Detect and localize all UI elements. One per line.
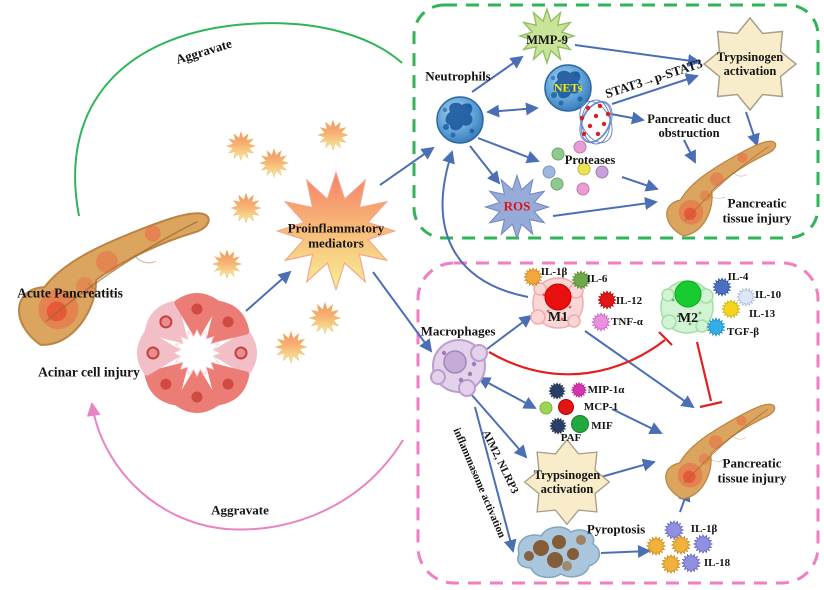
inhibit-m2-to-pancreas: [695, 341, 713, 402]
net-mesh: [579, 99, 613, 145]
arrow-stat3-to-trypsinogen: [611, 73, 699, 105]
il1b-m1-label: IL-1β: [540, 265, 568, 278]
inhibit-tbar-m2: [658, 331, 673, 346]
macrophages-label: Macrophages: [420, 323, 496, 339]
paf-label: PAF: [560, 431, 582, 444]
arrow-mmp9-to-trypsinogen: [574, 44, 701, 67]
arrow-ros-to-pancreas: [552, 197, 658, 217]
neutrophils-label: Neutrophils: [425, 68, 491, 84]
macrophage-cell: [430, 339, 488, 397]
arrow-neutrophil-nets: [486, 102, 539, 118]
arrow-neutrophil-to-mmp9: [471, 55, 524, 93]
il1b-bottom-label: IL-1β: [690, 522, 718, 535]
pyroptosis-label: Pyroptosis: [586, 521, 646, 537]
neutrophil-panel-border: [412, 3, 820, 240]
acinar-cell-injury-label: Acinar cell injury: [38, 364, 140, 380]
duct-obstruction-label: Pancreatic duct obstruction: [647, 112, 731, 140]
arrow-neutrophil-to-ros: [469, 145, 501, 185]
nets-label: NETs: [553, 80, 583, 95]
macrophage-panel-border: [416, 261, 820, 585]
aggravate-arc-green: [74, 22, 403, 217]
inhibition-lines: [488, 331, 723, 409]
pyroptosis-cell: [517, 526, 601, 579]
il13-label: IL-13: [748, 307, 776, 320]
arrow-chemokines-to-pancreas: [611, 408, 663, 434]
arrow-macrophage-to-m1: [486, 314, 533, 350]
proinflammatory-mediators-label: Proinflammatory mediators: [287, 220, 385, 250]
arrow-mediators-to-neutrophils: [379, 146, 435, 186]
inhibit-tbar-pancreas: [699, 400, 723, 409]
m1-label: M1: [547, 310, 569, 326]
tissue-injury-top-label: Pancreatic tissue injury: [722, 195, 792, 225]
arrow-nets-to-duct-obstruction: [610, 111, 645, 125]
arrow-trypsinogen-to-pancreas-bottom: [600, 458, 656, 478]
tgfb-label: TGF-β: [726, 325, 760, 338]
trypsinogen-activation-top-label: Trypsinogen activation: [716, 50, 784, 78]
arrow-macrophage-to-pyroptosis: [474, 406, 517, 553]
m2-cell: [660, 280, 714, 334]
il12-label: IL-12: [615, 294, 643, 307]
aggravate-bottom-label: Aggravate: [211, 502, 269, 518]
m2-label: M2: [677, 311, 699, 327]
arrow-proteases-to-pancreas: [621, 176, 659, 192]
arrow-macrophage-chemokines: [477, 377, 537, 409]
pathway-arrows: [245, 44, 760, 558]
acute-pancreatitis-label: Acute Pancreatitis: [17, 285, 123, 301]
aggravate-arc-pink: [86, 401, 404, 531]
protease-granules: [542, 140, 609, 196]
arrow-acinar-to-mediators: [245, 270, 292, 312]
il4-label: IL-4: [727, 270, 749, 283]
arrow-duct-to-pancreas: [683, 139, 696, 164]
mip1a-label: MIP-1α: [587, 383, 625, 396]
trypsinogen-activation-bottom-label: Trypsinogen activation: [533, 468, 601, 496]
pancreas-injury-bottom: [652, 401, 794, 503]
il18-label: IL-18: [703, 556, 731, 569]
mmp9-label: MMP-9: [526, 33, 568, 47]
ros-label: ROS: [503, 198, 531, 214]
mif-label: MIF: [591, 419, 613, 432]
neutrophil-cell: [436, 96, 484, 144]
arrow-m1-to-pancreas-bottom: [584, 330, 695, 409]
arrow-m1-to-neutrophils: [441, 150, 529, 298]
inhibit-macrophage-to-m2: [488, 339, 666, 376]
il6-label: IL-6: [586, 272, 608, 285]
proteases-label: Proteases: [564, 153, 616, 167]
il10-label: IL-10: [754, 288, 782, 301]
arrow-macrophage-to-trypsinogen: [470, 393, 528, 459]
arrow-trypsinogen-to-pancreas-top: [745, 111, 760, 147]
arrow-neutrophil-to-proteases: [477, 137, 540, 164]
mcp1-label: MCP-1: [583, 400, 619, 413]
tnfa-label: TNF-α: [611, 315, 643, 328]
arrow-pyroptosis-to-cytokines: [600, 544, 651, 558]
m1-cell: [530, 277, 584, 329]
arrow-mediators-to-macrophages: [372, 271, 433, 353]
acinar-cell-cluster: [137, 293, 257, 413]
chemokine-icons: [539, 382, 589, 435]
tissue-injury-bottom-label: Pancreatic tissue injury: [717, 455, 787, 485]
